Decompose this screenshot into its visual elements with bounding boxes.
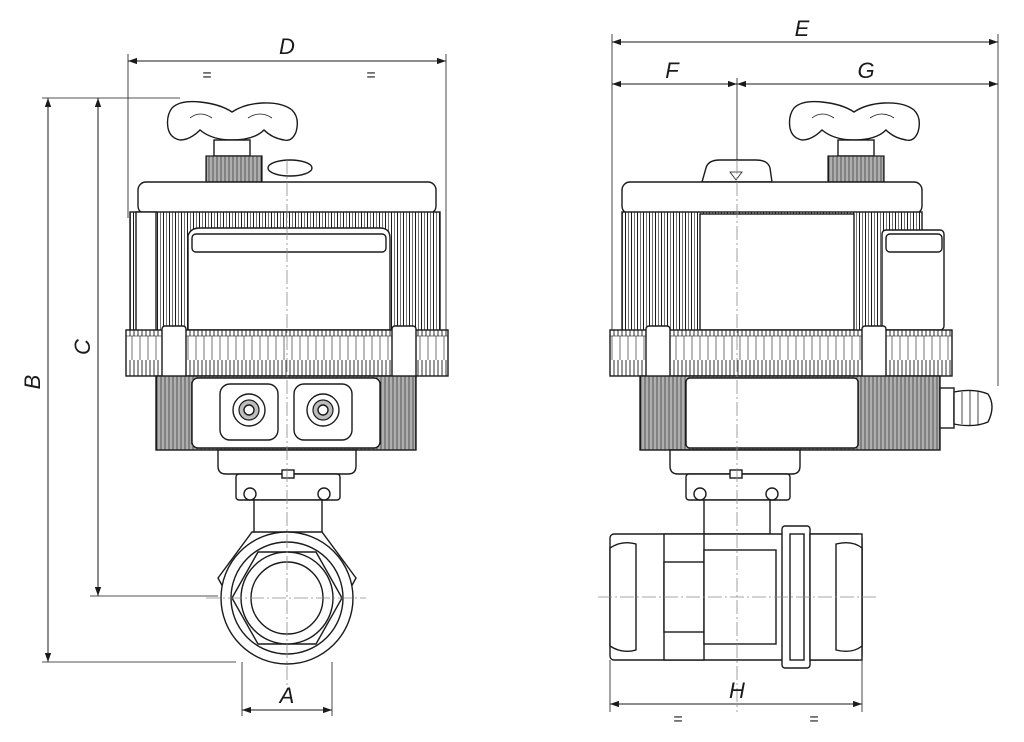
extension-lines: [42, 34, 999, 716]
equal-mark-d-left: =: [202, 67, 211, 84]
handwheel-side: [788, 100, 921, 183]
cover-side: [621, 181, 923, 215]
dim-label-d: D: [279, 34, 295, 59]
side-view-actuator: [609, 100, 993, 535]
dim-label-g: G: [857, 58, 874, 83]
cable-gland-2: [293, 383, 353, 441]
cable-gland-side: [939, 387, 993, 429]
dim-label-f: F: [665, 58, 680, 83]
equal-mark-h-left: =: [673, 711, 682, 728]
handwheel-front: [166, 100, 313, 183]
equal-mark-h-right: =: [809, 711, 818, 728]
dim-label-b: B: [20, 375, 45, 390]
equal-mark-d-right: =: [366, 67, 375, 84]
bracket-side: [669, 449, 801, 475]
dim-label-h: H: [729, 678, 745, 703]
bracket-front: [217, 449, 357, 475]
ball-valve-front: [217, 531, 357, 665]
dim-label-a: A: [278, 683, 295, 708]
dim-label-c: C: [70, 339, 95, 355]
front-view-actuator: [125, 100, 449, 535]
cable-gland-1: [219, 383, 279, 441]
dim-label-e: E: [795, 16, 810, 41]
